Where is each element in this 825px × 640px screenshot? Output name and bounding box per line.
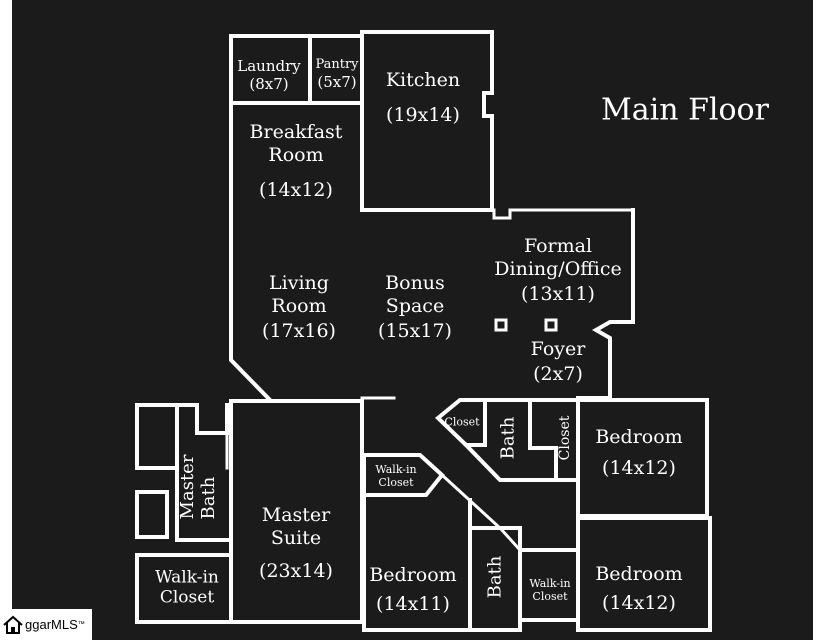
room-bonus-line2: Space	[385, 294, 445, 317]
room-foyer-name: Foyer	[530, 338, 586, 361]
room-breakfast-dims: (14x12)	[259, 178, 333, 201]
room-bedroom-center-dims: (14x11)	[376, 593, 450, 615]
room-kitchen-name: Kitchen	[385, 69, 461, 92]
room-bonus-dims: (15x17)	[378, 319, 452, 342]
room-laundry-dims: (8x7)	[249, 75, 289, 93]
room-dining-line2: Dining/Office	[494, 257, 622, 280]
room-master-suite-line2: Suite	[270, 526, 322, 549]
room-walkin-lower-line1: Walk-in	[529, 576, 571, 590]
room-bonus: Bonus Space (15x17)	[378, 272, 452, 342]
room-master-bath-line1: Master	[177, 454, 198, 520]
room-master-suite: Master Suite (23x14)	[259, 504, 333, 582]
room-living-line2: Room	[271, 294, 327, 317]
room-foyer-dims: (2x7)	[533, 363, 583, 385]
room-laundry: Laundry (8x7)	[237, 57, 300, 93]
room-walkin-center-line2: Closet	[378, 476, 414, 489]
floor-title: Main Floor	[601, 92, 769, 128]
room-master-suite-line1: Master	[261, 503, 331, 526]
mls-watermark-text: ggarMLS	[25, 617, 78, 632]
left-margin-strip	[0, 0, 12, 640]
house-icon	[3, 615, 23, 634]
room-foyer: Foyer (2x7)	[531, 338, 586, 386]
room-master-bath: Master Bath	[177, 455, 219, 520]
room-bedroom-se-name: Bedroom	[595, 563, 683, 586]
room-bedroom-se: Bedroom (14x12)	[595, 563, 682, 615]
room-dining-line1: Formal	[523, 234, 593, 257]
room-breakfast: Breakfast Room (14x12)	[250, 121, 343, 201]
room-breakfast-line1: Breakfast	[249, 120, 343, 143]
room-pantry-dims: (5x7)	[317, 72, 357, 91]
room-kitchen: Kitchen (19x14)	[386, 69, 460, 127]
room-living-dims: (17x16)	[262, 319, 336, 342]
room-closet-hall: Closet	[444, 415, 479, 428]
room-bath-lower: Bath	[484, 555, 506, 599]
room-living: Living Room (17x16)	[262, 272, 336, 342]
room-pantry-name: Pantry	[315, 57, 359, 73]
room-walkin-lower: Walk-in Closet	[529, 577, 570, 603]
room-bath-hall: Bath	[497, 416, 519, 460]
room-closet-bedroom: Closet	[557, 415, 573, 461]
room-master-suite-dims: (23x14)	[259, 559, 333, 582]
room-bedroom-center: Bedroom (14x11)	[369, 564, 456, 616]
room-bonus-line1: Bonus	[385, 271, 445, 294]
room-bedroom-se-dims: (14x12)	[602, 592, 676, 614]
room-dining: Formal Dining/Office (13x11)	[494, 235, 621, 305]
room-dining-dims: (13x11)	[521, 282, 595, 305]
room-kitchen-dims: (19x14)	[386, 104, 460, 126]
room-bedroom-ne-name: Bedroom	[595, 426, 683, 449]
room-living-line1: Living	[269, 271, 329, 294]
mls-trademark: ™	[77, 621, 85, 628]
room-walkin-master: Walk-in Closet	[155, 568, 219, 609]
room-breakfast-line2: Room	[268, 143, 324, 166]
room-walkin-lower-line2: Closet	[532, 590, 568, 603]
room-laundry-name: Laundry	[237, 57, 301, 75]
room-bedroom-center-name: Bedroom	[369, 564, 457, 587]
room-closet-hall-name: Closet	[444, 415, 480, 429]
room-walkin-master-line1: Walk-in	[155, 567, 219, 588]
room-walkin-master-line2: Closet	[159, 588, 215, 608]
room-bedroom-ne-dims: (14x12)	[602, 457, 676, 479]
room-walkin-center: Walk-in Closet	[375, 463, 416, 489]
right-margin-strip	[813, 0, 825, 640]
room-pantry: Pantry (5x7)	[315, 57, 358, 91]
room-bedroom-ne: Bedroom (14x12)	[595, 426, 682, 480]
room-master-bath-line2: Bath	[198, 476, 219, 520]
room-walkin-center-line1: Walk-in	[375, 462, 417, 476]
